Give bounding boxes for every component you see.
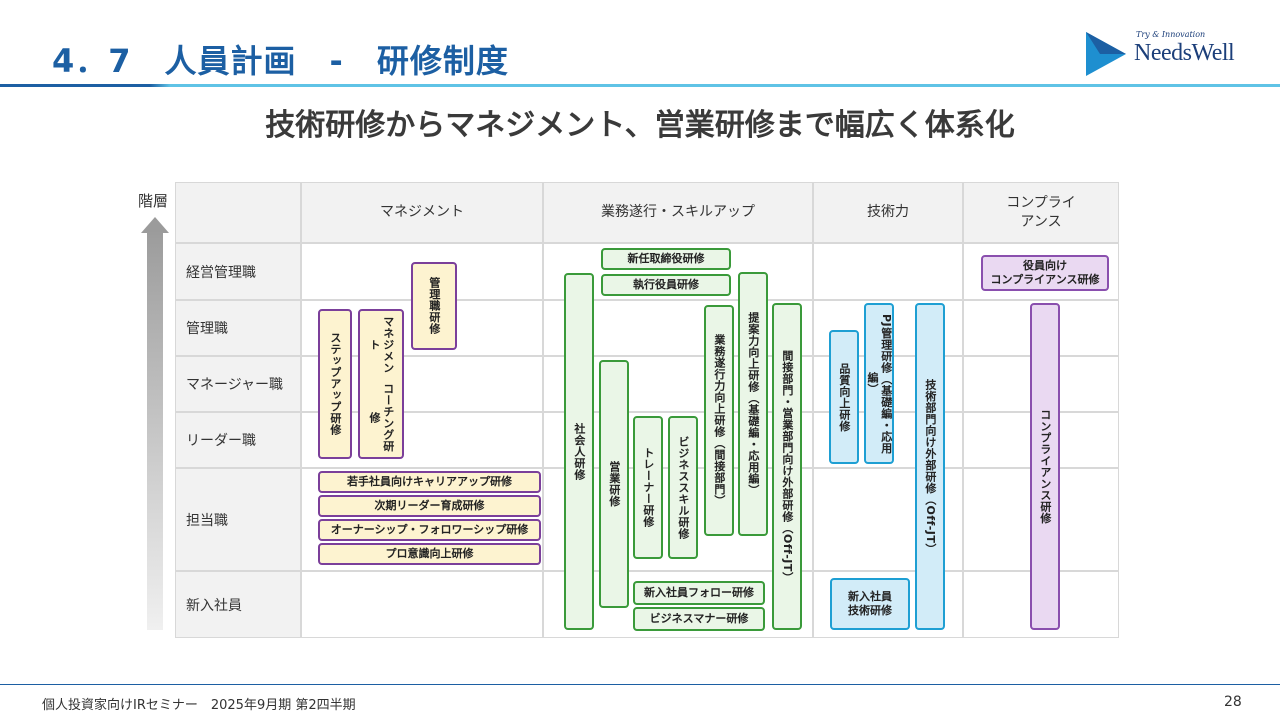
training-compliance: コンプライアンス研修 (1030, 303, 1060, 630)
training-career-up: 若手社員向けキャリアアップ研修 (318, 471, 541, 493)
column-header-compliance: コンプライ アンス (964, 183, 1118, 242)
logo-name: NeedsWell (1134, 40, 1235, 66)
row-label-leader: リーダー職 (176, 413, 300, 467)
page-number: 28 (1224, 694, 1242, 710)
training-kanrishoku: 管理職研修 (411, 262, 457, 350)
hierarchy-axis-label: 階層 (138, 192, 169, 210)
training-executive: 執行役員研修 (601, 274, 731, 296)
training-new-tech: 新入社員 技術研修 (830, 578, 910, 630)
training-new-director: 新任取締役研修 (601, 248, 731, 270)
logo-triangle-icon (1086, 32, 1126, 76)
training-ownership: オーナーシップ・フォロワーシップ研修 (318, 519, 541, 541)
training-business-manner: ビジネスマナー研修 (633, 607, 765, 631)
column-header-management: マネジメント (302, 183, 542, 242)
training-next-leader: 次期リーダー育成研修 (318, 495, 541, 517)
training-hinshitsu: 品質向上研修 (829, 330, 859, 464)
training-gyomu-suiko: 業務遂行力向上研修（間接部門） (704, 305, 734, 536)
compliance-header-line-1: コンプライ (1006, 194, 1076, 211)
training-business-skill: ビジネススキル研修 (668, 416, 698, 559)
yakuin-comp-line-2: コンプライアンス研修 (990, 273, 1100, 286)
row-label-manager-staff: マネージャー職 (176, 357, 300, 411)
training-teian: 提案力向上研修（基礎編・応用編） (738, 272, 768, 536)
corner-cell (176, 183, 300, 242)
hierarchy-arrow-shaft (147, 232, 163, 630)
training-stepup: ステップアップ研修 (318, 309, 352, 459)
footer-text: 個人投資家向けIRセミナー 2025年9月期 第2四半期 (42, 698, 356, 713)
column-header-technical: 技術力 (814, 183, 962, 242)
coaching-line-1: マネジメント (368, 315, 395, 374)
training-kansetsu-gaibu: 間接部門・営業部門向け外部研修（Off-JT） (772, 303, 802, 630)
new-tech-line-2: 技術研修 (848, 604, 892, 617)
footer-divider (0, 684, 1280, 685)
yakuin-comp-line-1: 役員向け (1023, 259, 1067, 273)
training-new-follow: 新入社員フォロー研修 (633, 581, 765, 605)
slide-subtitle: 技術研修からマネジメント、営業研修まで幅広く体系化 (265, 108, 1015, 143)
row-label-manager: 管理職 (176, 301, 300, 355)
row-label-new-employee: 新入社員 (176, 572, 300, 637)
column-header-skillup: 業務遂行・スキルアップ (544, 183, 812, 242)
row-label-staff: 担当職 (176, 469, 300, 570)
up-arrow-icon (141, 217, 169, 233)
page-title: 4．7 人員計画 - 研修制度 (52, 42, 509, 80)
training-trainer: トレーナー研修 (633, 416, 663, 559)
coaching-line-2: コーチング研修 (368, 383, 395, 453)
training-shakaijin: 社会人研修 (564, 273, 594, 630)
training-yakuin-compliance: 役員向け コンプライアンス研修 (981, 255, 1109, 291)
compliance-header-line-2: アンス (1020, 213, 1062, 230)
training-management-coaching: マネジメント コーチング研修 (358, 309, 404, 459)
row-label-executive: 経営管理職 (176, 244, 300, 299)
logo-tagline: Try & Innovation (1136, 30, 1206, 39)
training-eigyo: 営業研修 (599, 360, 629, 608)
new-tech-line-1: 新入社員 (848, 590, 892, 604)
training-pro-ishiki: プロ意識向上研修 (318, 543, 541, 565)
training-gijutsu-gaibu: 技術部門向け外部研修（Off-JT） (915, 303, 945, 630)
title-underline (0, 84, 1280, 87)
training-pj-kanri: PJ管理研修（基礎編・応用編） (864, 303, 894, 464)
company-logo: Try & Innovation NeedsWell (1086, 30, 1256, 76)
